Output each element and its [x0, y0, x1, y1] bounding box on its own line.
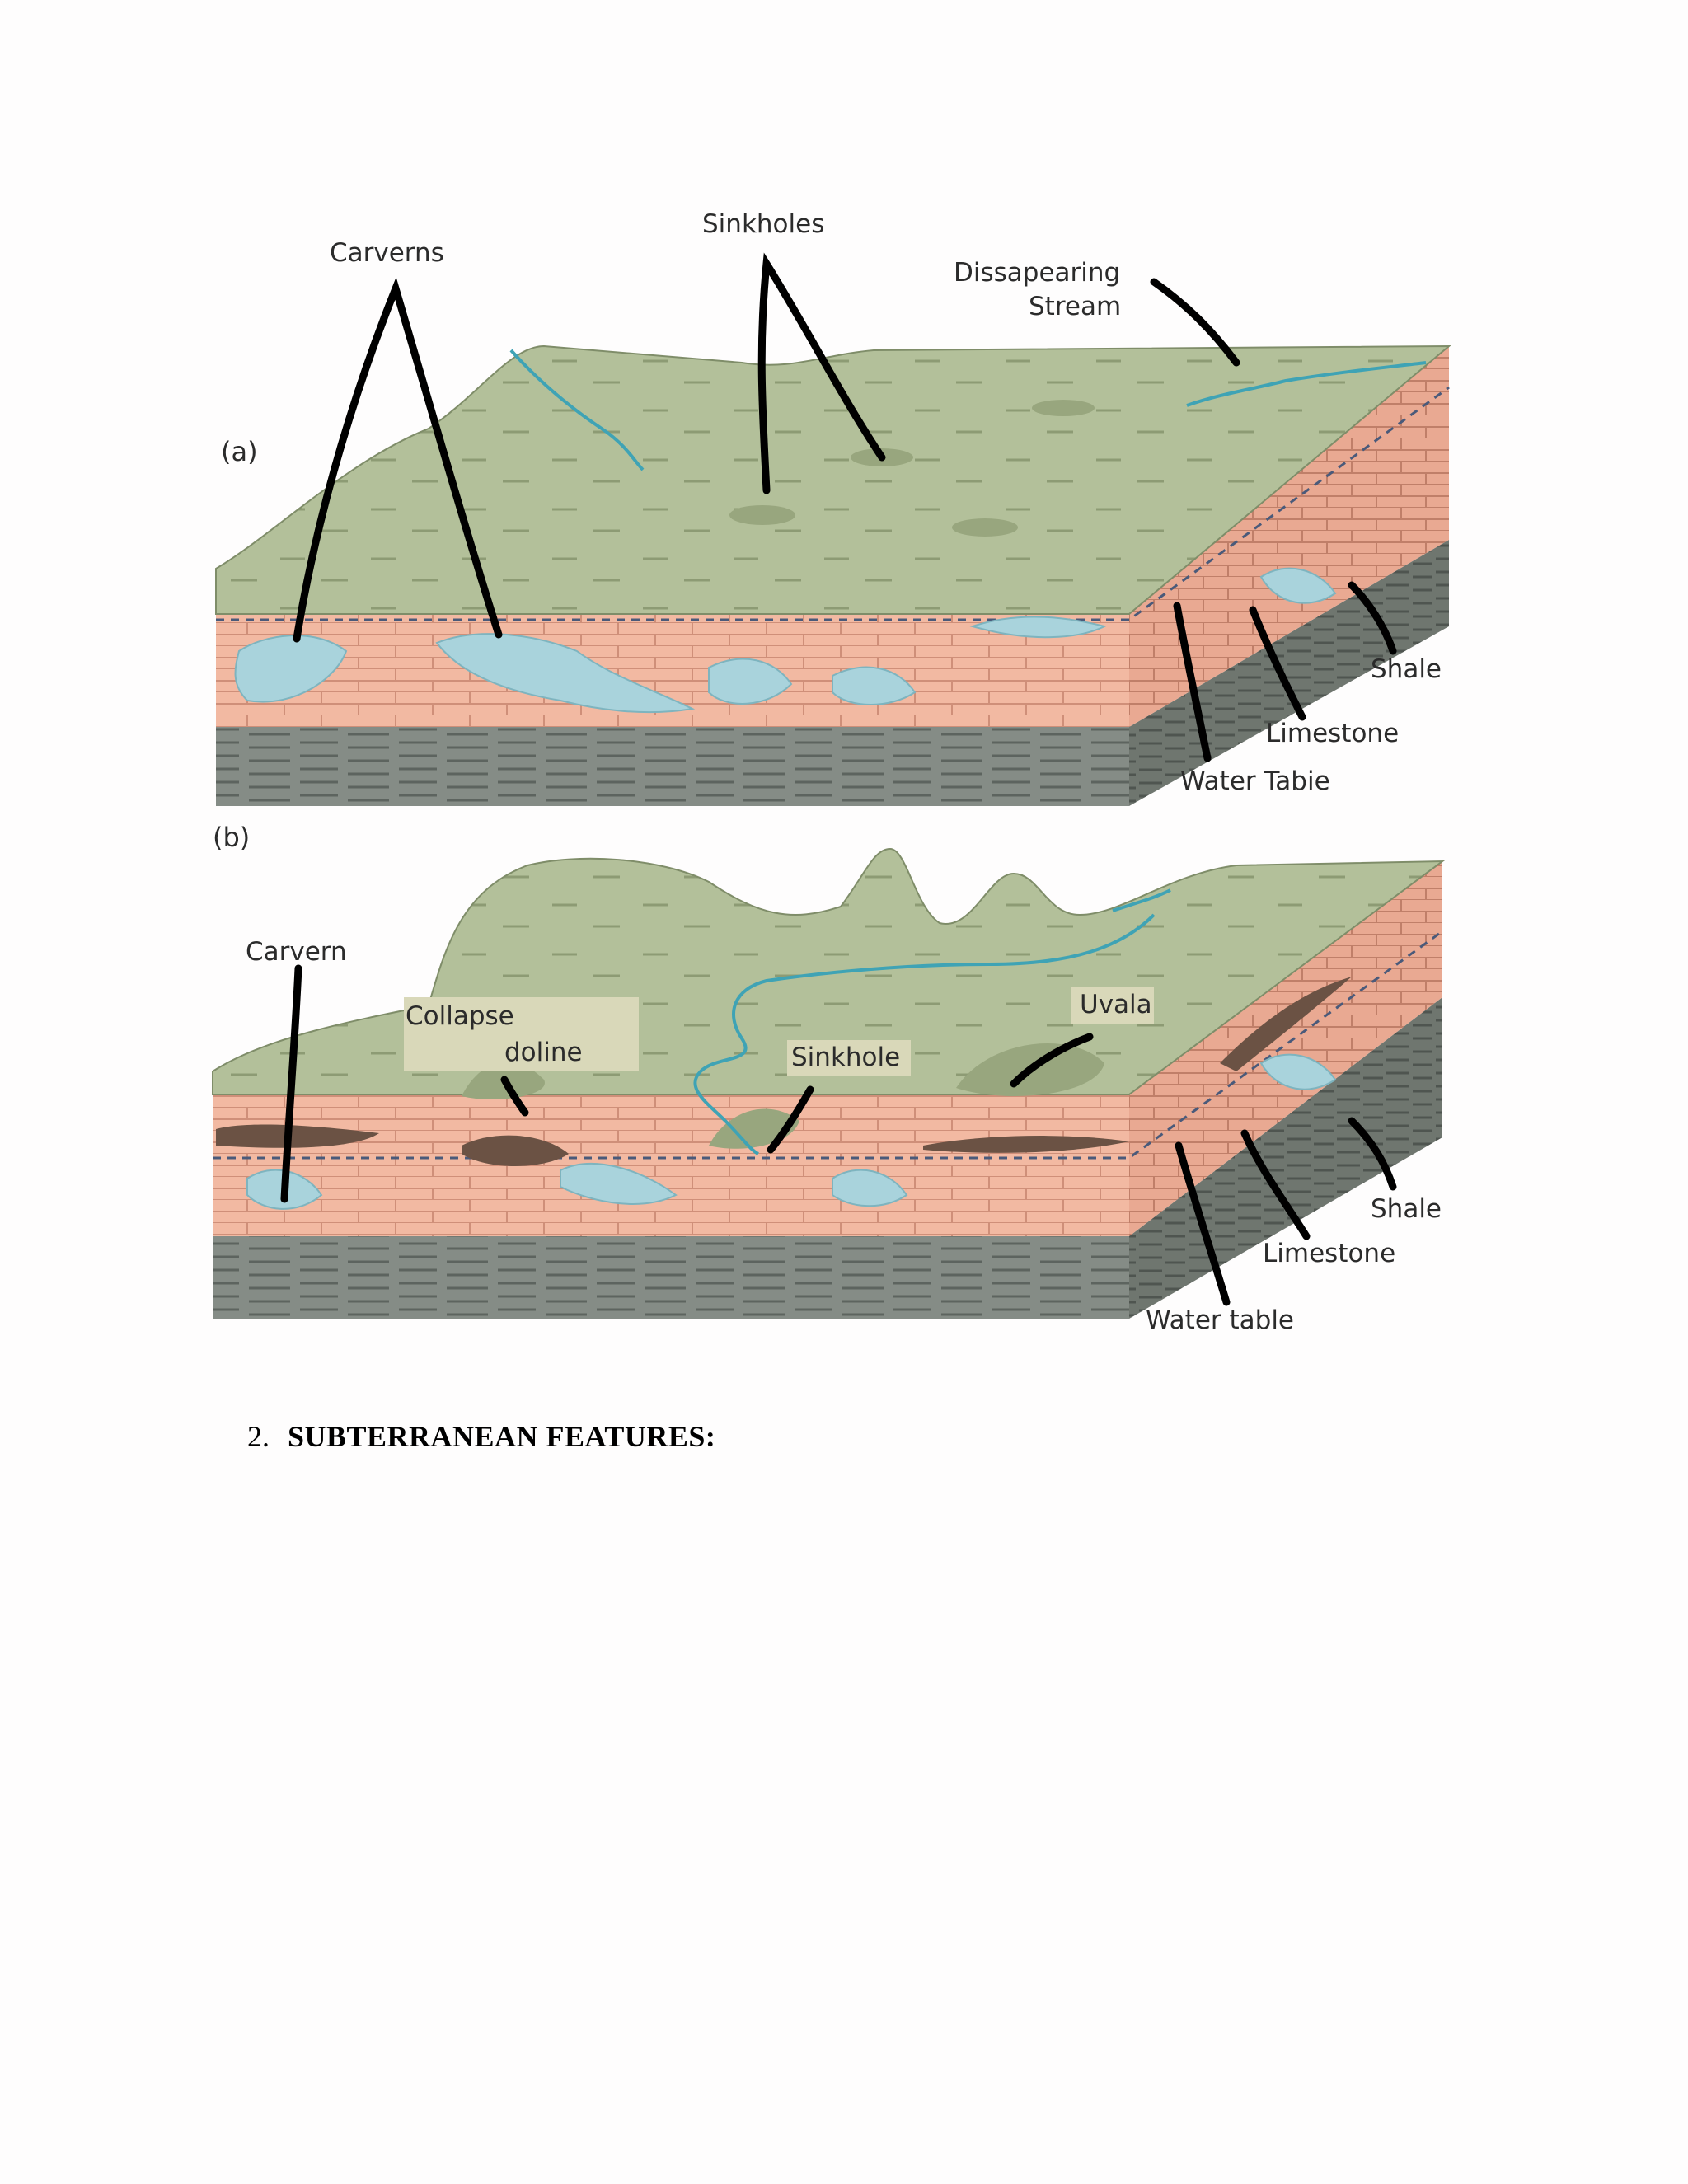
label-shale-a: Shale: [1371, 654, 1442, 684]
label-sinkhole: Sinkhole: [791, 1043, 901, 1072]
label-water-table-b: Water table: [1146, 1305, 1295, 1335]
panel-a-surface: [215, 344, 1451, 615]
label-limestone-a: Limestone: [1266, 719, 1400, 748]
pointer-caverns: [293, 277, 503, 643]
label-water-table-a: Water Tabie: [1180, 766, 1330, 796]
section-heading: 2. SUBTERRANEAN FEATURES:: [247, 1419, 715, 1454]
panel-a-disappearing-stream: [1186, 361, 1427, 407]
label-limestone-b: Limestone: [1263, 1239, 1396, 1268]
panel-b-pointers: [280, 964, 1397, 1306]
panel-b-cave-passage-2: [923, 1136, 1129, 1153]
panel-a-cavern-4: [832, 666, 917, 705]
pointer-limestone-b: [1240, 1129, 1311, 1240]
panel-b-cavern-3: [832, 1169, 908, 1207]
pointer-cavern: [280, 964, 302, 1203]
label-cavern: Carvern: [246, 937, 347, 967]
panel-b-stream: [693, 913, 1156, 1155]
pointer-collapse-doline: [500, 1076, 529, 1117]
pointer-limestone-a: [1249, 606, 1306, 721]
label-uvala: Uvala: [1080, 990, 1152, 1019]
panel-b-cave-passage-1: [216, 1124, 379, 1148]
label-disappearing-stream-line2: Stream: [1029, 292, 1122, 321]
pointer-shale-a: [1348, 581, 1397, 655]
panel-a-limestone-side: [1129, 346, 1449, 727]
section-number: 2.: [247, 1420, 270, 1453]
pointer-sinkholes: [757, 252, 886, 494]
panel-a-sinkhole-4: [952, 518, 1018, 537]
panel-a-sinkhole-3: [1032, 400, 1095, 416]
panel-b-shale-front: [213, 1236, 1129, 1319]
panel-a-water-table-line: [216, 386, 1450, 621]
panel-a-tag: (a): [221, 436, 258, 467]
label-doline: doline: [504, 1038, 583, 1067]
label-disappearing-stream-line1: Dissapearing: [954, 258, 1121, 288]
collapse-doline-label-box: [404, 997, 639, 1071]
panel-b-block: [212, 847, 1446, 1319]
label-shale-b: Shale: [1371, 1194, 1442, 1224]
label-collapse: Collapse: [406, 1001, 514, 1031]
panel-b-collapse-debris: [462, 1135, 569, 1166]
sinkhole-label-box: [787, 1040, 911, 1076]
panel-b-stream-source: [1112, 888, 1171, 912]
pointer-water-table-a: [1173, 602, 1212, 762]
label-sinkholes: Sinkholes: [702, 209, 825, 239]
panel-b-water-table-line: [213, 930, 1443, 1160]
pointer-water-table-b: [1175, 1141, 1231, 1306]
panel-a-shale-front: [216, 727, 1129, 806]
panel-a-cavern-5: [969, 616, 1107, 639]
pointer-disappearing-stream: [1150, 278, 1240, 367]
panel-a-sinkhole-1: [729, 505, 795, 525]
panel-b-limestone-front: [213, 1094, 1129, 1236]
panel-a-cavern-side: [1259, 567, 1337, 604]
panel-a-cavern-2: [435, 633, 696, 714]
panel-b-cave-passage-3: [1220, 977, 1352, 1071]
label-caverns: Carverns: [330, 238, 444, 268]
pointer-uvala: [1010, 1033, 1094, 1088]
uvala-label-box: [1071, 987, 1154, 1024]
panel-a-cavern-3: [708, 658, 793, 705]
panel-a-cavern-1: [234, 635, 348, 703]
panel-a-block: [215, 252, 1451, 806]
panel-b-cavern-2: [560, 1163, 678, 1205]
panel-a-pointers: [293, 252, 1397, 762]
panel-a-stream-left: [509, 349, 645, 471]
section-title: SUBTERRANEAN FEATURES:: [288, 1420, 716, 1453]
pointer-shale-b: [1348, 1117, 1397, 1191]
panel-b-limestone-side: [1129, 861, 1442, 1236]
pointer-sinkhole: [767, 1085, 814, 1154]
panel-b-tag: (b): [213, 822, 251, 853]
panel-b-cavern-side: [1259, 1053, 1337, 1090]
